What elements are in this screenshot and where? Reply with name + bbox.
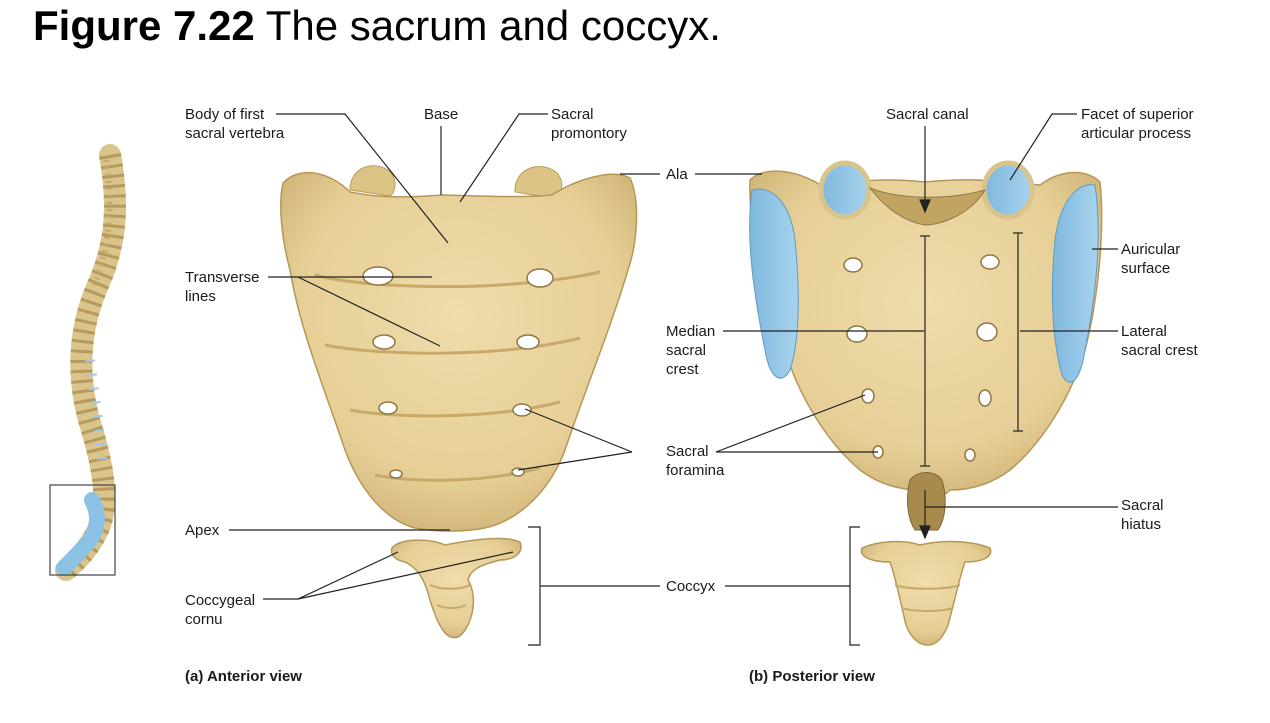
- anterior-foramen-3l: [378, 401, 398, 415]
- anterior-foramen-2l: [372, 334, 396, 350]
- label-body-first-sacral-vertebra: Body of first sacral vertebra: [185, 106, 285, 142]
- label-sacral-foramina: Sacral foramina: [666, 443, 725, 479]
- posterior-foramen-4r: [964, 448, 976, 462]
- anterior-foramen-4l: [389, 469, 403, 479]
- caption-posterior-view: (b) Posterior view: [749, 668, 875, 685]
- leader-lines: [229, 113, 1118, 646]
- anterior-foramen-2r: [516, 334, 540, 350]
- caption-anterior-view: (a) Anterior view: [185, 668, 302, 685]
- label-sacral-promontory: Sacral promontory: [551, 106, 627, 142]
- label-apex: Apex: [185, 522, 220, 539]
- label-transverse-lines: Transverse lines: [185, 269, 260, 305]
- articular-facet-left: [818, 160, 872, 220]
- articular-facet-right: [981, 160, 1035, 220]
- anterior-foramen-1l: [362, 266, 394, 286]
- posterior-foramen-1r: [980, 254, 1000, 270]
- label-sacral-canal: Sacral canal: [886, 106, 969, 123]
- label-facet-superior-articular-process: Facet of superior articular process: [1081, 106, 1194, 142]
- label-auricular-surface: Auricular surface: [1121, 241, 1181, 277]
- posterior-foramen-2l: [846, 325, 868, 343]
- vertebral-column-thumbnail: [49, 144, 126, 581]
- anterior-sacrum: [280, 165, 638, 639]
- figure-title-text: The sacrum and coccyx.: [265, 2, 721, 49]
- anterior-foramen-1r: [526, 268, 554, 288]
- label-ala: Ala: [666, 166, 688, 183]
- label-lateral-sacral-crest: Lateral sacral crest: [1121, 323, 1198, 359]
- label-median-sacral-crest: Median sacral crest: [666, 323, 716, 378]
- label-base: Base: [424, 106, 459, 123]
- label-sacral-hiatus: Sacral hiatus: [1121, 497, 1164, 533]
- figure-number: Figure 7.22: [33, 2, 255, 49]
- figure-title: Figure 7.22 The sacrum and coccyx.: [33, 2, 721, 50]
- sacrum-highlight-box: [49, 484, 116, 576]
- label-coccygeal-cornu: Coccygeal cornu: [185, 592, 256, 628]
- posterior-foramen-1l: [843, 257, 863, 273]
- label-coccyx: Coccyx: [666, 578, 716, 595]
- auricular-surface-right: [1051, 184, 1099, 383]
- posterior-foramen-2r: [976, 322, 998, 342]
- anterior-foramen-3r: [512, 403, 532, 417]
- posterior-foramen-3r: [978, 389, 992, 407]
- posterior-sacrum: [749, 160, 1103, 646]
